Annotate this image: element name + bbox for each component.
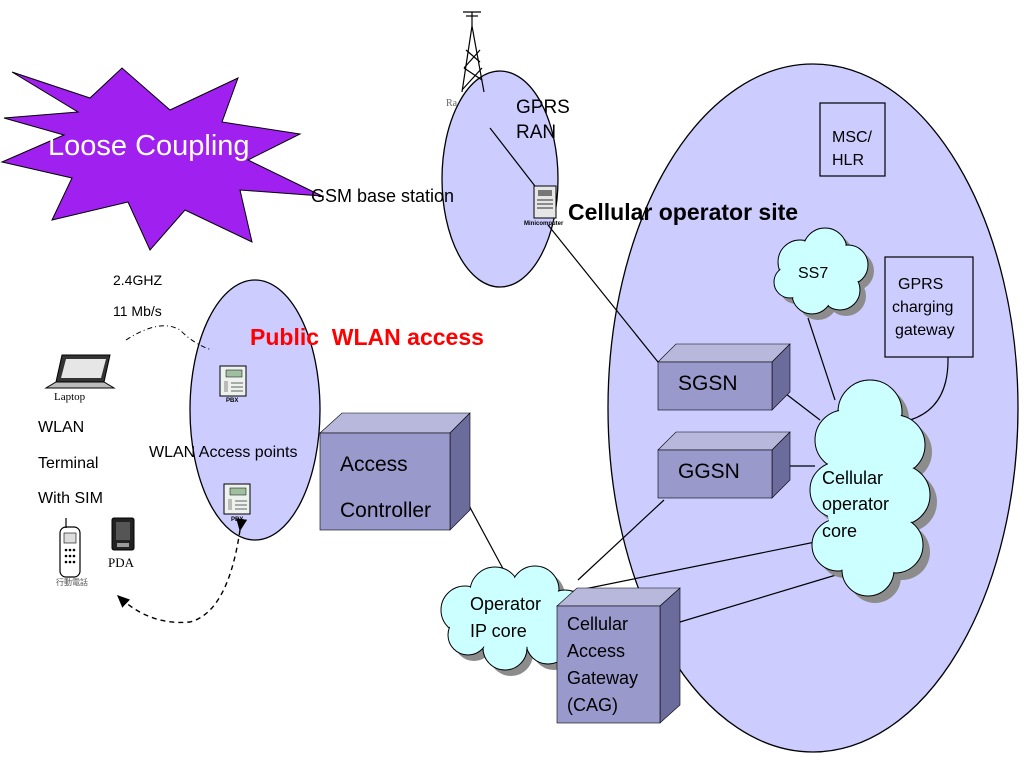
minicomputer-label: Minicomputer bbox=[524, 221, 564, 227]
terminal-label-3: With SIM bbox=[38, 490, 103, 507]
access-point-icon-2 bbox=[223, 483, 251, 515]
msc-hlr-label-2: HLR bbox=[832, 152, 865, 169]
operator-ip-core-label-2: IP core bbox=[470, 621, 527, 641]
terminal-label-2: Terminal bbox=[38, 455, 99, 472]
radio-rate-label: 11 Mb/s bbox=[113, 303, 162, 319]
cellular-core-label-2: operator bbox=[822, 494, 890, 514]
operator-ip-core-label-1: Operator bbox=[470, 594, 542, 614]
gsm-base-station-label: GSM base station bbox=[311, 186, 455, 206]
pda-icon bbox=[111, 517, 135, 551]
cellular-site-ellipse bbox=[607, 63, 1019, 753]
public-wlan-title: Public WLAN access bbox=[250, 324, 484, 350]
ss7-label: SS7 bbox=[798, 265, 829, 282]
gprs-charging-label-1: GPRS bbox=[898, 276, 944, 293]
gprs-ran-ellipse bbox=[441, 70, 559, 288]
cag-label-3: Gateway bbox=[567, 668, 639, 688]
cag-box bbox=[556, 587, 681, 724]
cag-label-1: Cellular bbox=[567, 614, 629, 634]
pbx-label-1: PBX bbox=[226, 398, 239, 404]
ggsn-box bbox=[657, 431, 791, 499]
pbx-label-2: PBX bbox=[231, 517, 244, 523]
mobility-arrow bbox=[116, 518, 248, 624]
loose-coupling-label: Loose Coupling bbox=[48, 130, 250, 162]
gprs-ran-title-2: RAN bbox=[516, 122, 557, 143]
access-controller-box bbox=[319, 412, 471, 531]
terminal-label-1: WLAN bbox=[38, 419, 85, 436]
loose-coupling-burst bbox=[0, 67, 323, 251]
wlan-access-points-label: WLAN Access points bbox=[149, 444, 298, 461]
msc-hlr-label-1: MSC/ bbox=[832, 129, 872, 146]
access-controller-label-1: Access bbox=[340, 453, 408, 476]
laptop-label: Laptop bbox=[54, 391, 86, 403]
mobile-phone-icon bbox=[59, 518, 81, 578]
connection-lines bbox=[465, 127, 949, 629]
cellular-core-cloud bbox=[809, 379, 937, 603]
phone-label: 行動電話 bbox=[56, 578, 88, 587]
msc-hlr-box bbox=[819, 102, 886, 177]
access-point-icon-1 bbox=[219, 365, 247, 397]
radio-tower-icon bbox=[461, 11, 485, 93]
ggsn-label: GGSN bbox=[678, 460, 740, 483]
cellular-core-label-1: Cellular bbox=[822, 468, 884, 488]
sgsn-label: SGSN bbox=[678, 372, 738, 395]
ss7-cloud bbox=[773, 227, 874, 320]
radio-tower-label: Ra bbox=[446, 98, 458, 109]
sgsn-box bbox=[657, 343, 791, 411]
pda-label: PDA bbox=[108, 555, 135, 570]
cag-label-4: (CAG) bbox=[567, 695, 618, 715]
laptop-icon bbox=[44, 354, 116, 389]
minicomputer-icon bbox=[533, 185, 557, 219]
gprs-charging-label-2: charging bbox=[892, 299, 954, 316]
gprs-charging-label-3: gateway bbox=[895, 322, 955, 339]
access-controller-label-2: Controller bbox=[340, 499, 432, 522]
cellular-site-title: Cellular operator site bbox=[568, 199, 799, 225]
cag-label-2: Access bbox=[567, 641, 626, 661]
radio-link bbox=[125, 325, 213, 351]
gprs-charging-box bbox=[884, 256, 974, 358]
cellular-core-label-3: core bbox=[822, 521, 858, 541]
radio-frequency-label: 2.4GHZ bbox=[113, 272, 163, 288]
gprs-ran-title-1: GPRS bbox=[516, 97, 570, 118]
wlan-access-ellipse bbox=[189, 279, 321, 541]
